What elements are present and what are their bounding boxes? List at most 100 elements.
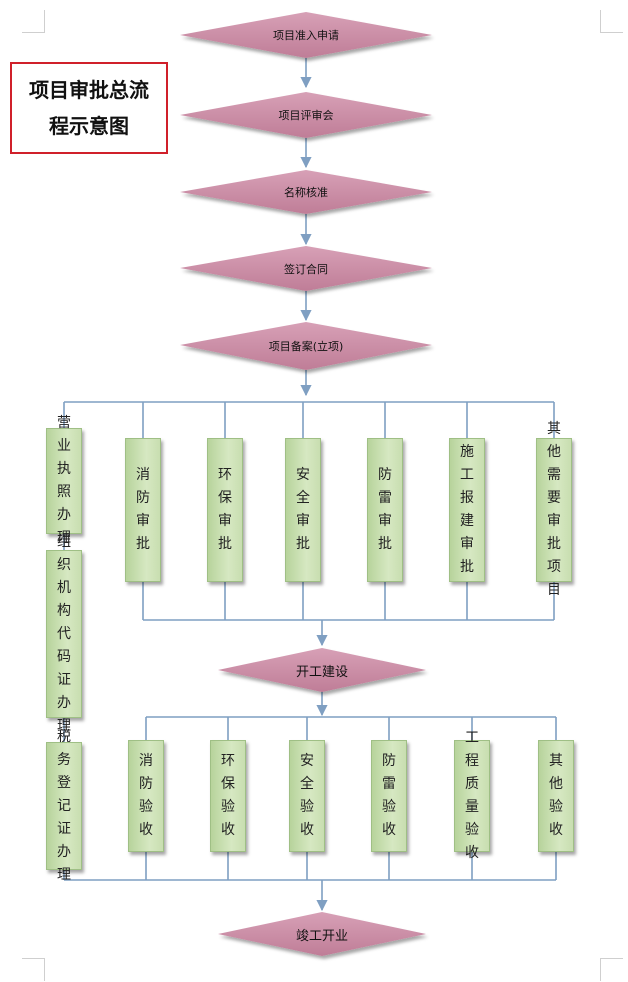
box-label-char: 量 bbox=[465, 799, 479, 815]
diamond-shape bbox=[218, 648, 426, 692]
step-name-approval: 名称核准 bbox=[284, 186, 328, 199]
box-label-char: 业 bbox=[57, 438, 71, 454]
box-label-char: 办 bbox=[57, 843, 71, 860]
page-corner-mark bbox=[22, 958, 45, 981]
step-start-construction: 开工建设 bbox=[295, 664, 348, 680]
box-lightning-acceptance: 防雷验收 bbox=[371, 740, 407, 852]
box-label-char: 收 bbox=[139, 822, 153, 838]
box-label-char: 批 bbox=[378, 536, 392, 552]
diamond-shape bbox=[180, 170, 432, 214]
box-label-char: 消 bbox=[136, 467, 150, 483]
box-environment-approval: 环保审批 bbox=[207, 438, 243, 582]
box-label-char: 收 bbox=[221, 822, 235, 838]
box-safety-acceptance: 安全验收 bbox=[289, 740, 325, 852]
box-business-license: 营业执照办理 bbox=[46, 415, 82, 546]
box-label-char: 批 bbox=[136, 536, 150, 552]
step-sign-contract: 签订合同 bbox=[284, 262, 328, 276]
box-label-char: 目 bbox=[547, 582, 561, 598]
box-label-char: 办 bbox=[57, 507, 71, 523]
box-label-char: 织 bbox=[57, 556, 71, 573]
step-project-application: 项目准入申请 bbox=[273, 29, 339, 42]
box-tax-registration: 税务登记证办理 bbox=[46, 729, 82, 883]
diamond-shape bbox=[180, 92, 432, 138]
box-safety-approval: 安全审批 bbox=[285, 438, 321, 582]
box-label-char: 理 bbox=[57, 866, 71, 883]
box-label-char: 审 bbox=[218, 513, 232, 529]
box-label-char: 验 bbox=[300, 799, 314, 815]
box-label-char: 务 bbox=[57, 751, 71, 768]
box-label-char: 记 bbox=[57, 797, 71, 814]
box-label-char: 防 bbox=[382, 753, 396, 769]
box-label-char: 防 bbox=[378, 467, 392, 483]
box-label-char: 防 bbox=[139, 776, 153, 792]
box-label-char: 验 bbox=[221, 799, 235, 815]
box-fire-acceptance: 消防验收 bbox=[128, 740, 164, 852]
box-label-char: 码 bbox=[57, 648, 71, 665]
box-label-char: 收 bbox=[465, 845, 479, 861]
box-label-char: 审 bbox=[378, 513, 392, 529]
box-label-char: 组 bbox=[57, 533, 71, 550]
diamond-shape bbox=[180, 12, 432, 58]
title-line: 项目审批总流 bbox=[29, 78, 149, 102]
box-label-char: 项 bbox=[547, 559, 561, 575]
box-label-char: 全 bbox=[296, 490, 310, 506]
box-label-char: 收 bbox=[300, 822, 314, 838]
step-project-filing: 项目备案(立项) bbox=[268, 340, 344, 353]
box-label-char: 他 bbox=[549, 776, 563, 792]
page-corner-mark bbox=[22, 10, 45, 33]
box-quality-acceptance: 工程质量验收 bbox=[454, 730, 490, 861]
box-label-char: 报 bbox=[460, 490, 474, 506]
box-label-char: 建 bbox=[460, 513, 474, 529]
box-label-char: 验 bbox=[549, 799, 563, 815]
box-label-char: 验 bbox=[382, 799, 396, 815]
box-label-char: 税 bbox=[57, 728, 71, 745]
box-label-char: 全 bbox=[300, 776, 314, 792]
box-label-char: 安 bbox=[296, 467, 310, 483]
box-label-char: 消 bbox=[139, 753, 153, 769]
box-label-char: 其 bbox=[549, 753, 563, 769]
box-label-char: 他 bbox=[547, 444, 561, 460]
box-label-char: 雷 bbox=[378, 490, 392, 506]
box-label-char: 其 bbox=[547, 421, 561, 437]
step-review-meeting: 项目评审会 bbox=[278, 109, 334, 122]
box-label-char: 审 bbox=[136, 513, 150, 529]
diamond-shape bbox=[218, 912, 426, 956]
box-label-char: 证 bbox=[57, 671, 71, 688]
title-line: 程示意图 bbox=[49, 114, 129, 138]
box-label-char: 理 bbox=[57, 717, 71, 734]
box-label-char: 施 bbox=[460, 444, 474, 460]
box-label-char: 保 bbox=[218, 490, 232, 506]
diamond-shape bbox=[180, 246, 432, 291]
box-lightning-approval: 防雷审批 bbox=[367, 438, 403, 582]
box-label-char: 代 bbox=[57, 625, 71, 642]
box-label-char: 登 bbox=[57, 774, 71, 791]
box-label-char: 安 bbox=[300, 753, 314, 769]
box-label-char: 理 bbox=[57, 530, 71, 546]
box-label-char: 需 bbox=[547, 467, 561, 483]
box-label-char: 保 bbox=[221, 776, 235, 792]
box-label-char: 审 bbox=[460, 536, 474, 552]
box-label-char: 批 bbox=[460, 559, 474, 575]
box-environment-acceptance: 环保验收 bbox=[210, 740, 246, 852]
diagram-title: 项目审批总流 程示意图 bbox=[10, 62, 168, 154]
box-organization-code: 组织机构代码证办理 bbox=[46, 534, 82, 734]
page-corner-mark bbox=[600, 10, 623, 33]
box-other-acceptance: 其他验收 bbox=[538, 740, 574, 852]
page-corner-mark bbox=[600, 958, 623, 981]
box-label-char: 验 bbox=[465, 822, 479, 838]
box-label-char: 收 bbox=[549, 822, 563, 838]
box-label-char: 质 bbox=[465, 776, 479, 792]
box-label-char: 批 bbox=[218, 536, 232, 552]
box-label-char: 收 bbox=[382, 822, 396, 838]
box-label-char: 审 bbox=[547, 513, 561, 529]
box-label-char: 工 bbox=[460, 467, 474, 483]
box-label-char: 批 bbox=[547, 536, 561, 552]
step-completion-opening: 竣工开业 bbox=[295, 928, 348, 944]
box-label-char: 执 bbox=[57, 461, 71, 477]
box-label-char: 防 bbox=[136, 490, 150, 506]
box-construction-permit: 施工报建审批 bbox=[449, 438, 485, 582]
box-label-char: 环 bbox=[218, 467, 232, 483]
box-label-char: 验 bbox=[139, 799, 153, 815]
box-label-char: 程 bbox=[465, 753, 479, 769]
